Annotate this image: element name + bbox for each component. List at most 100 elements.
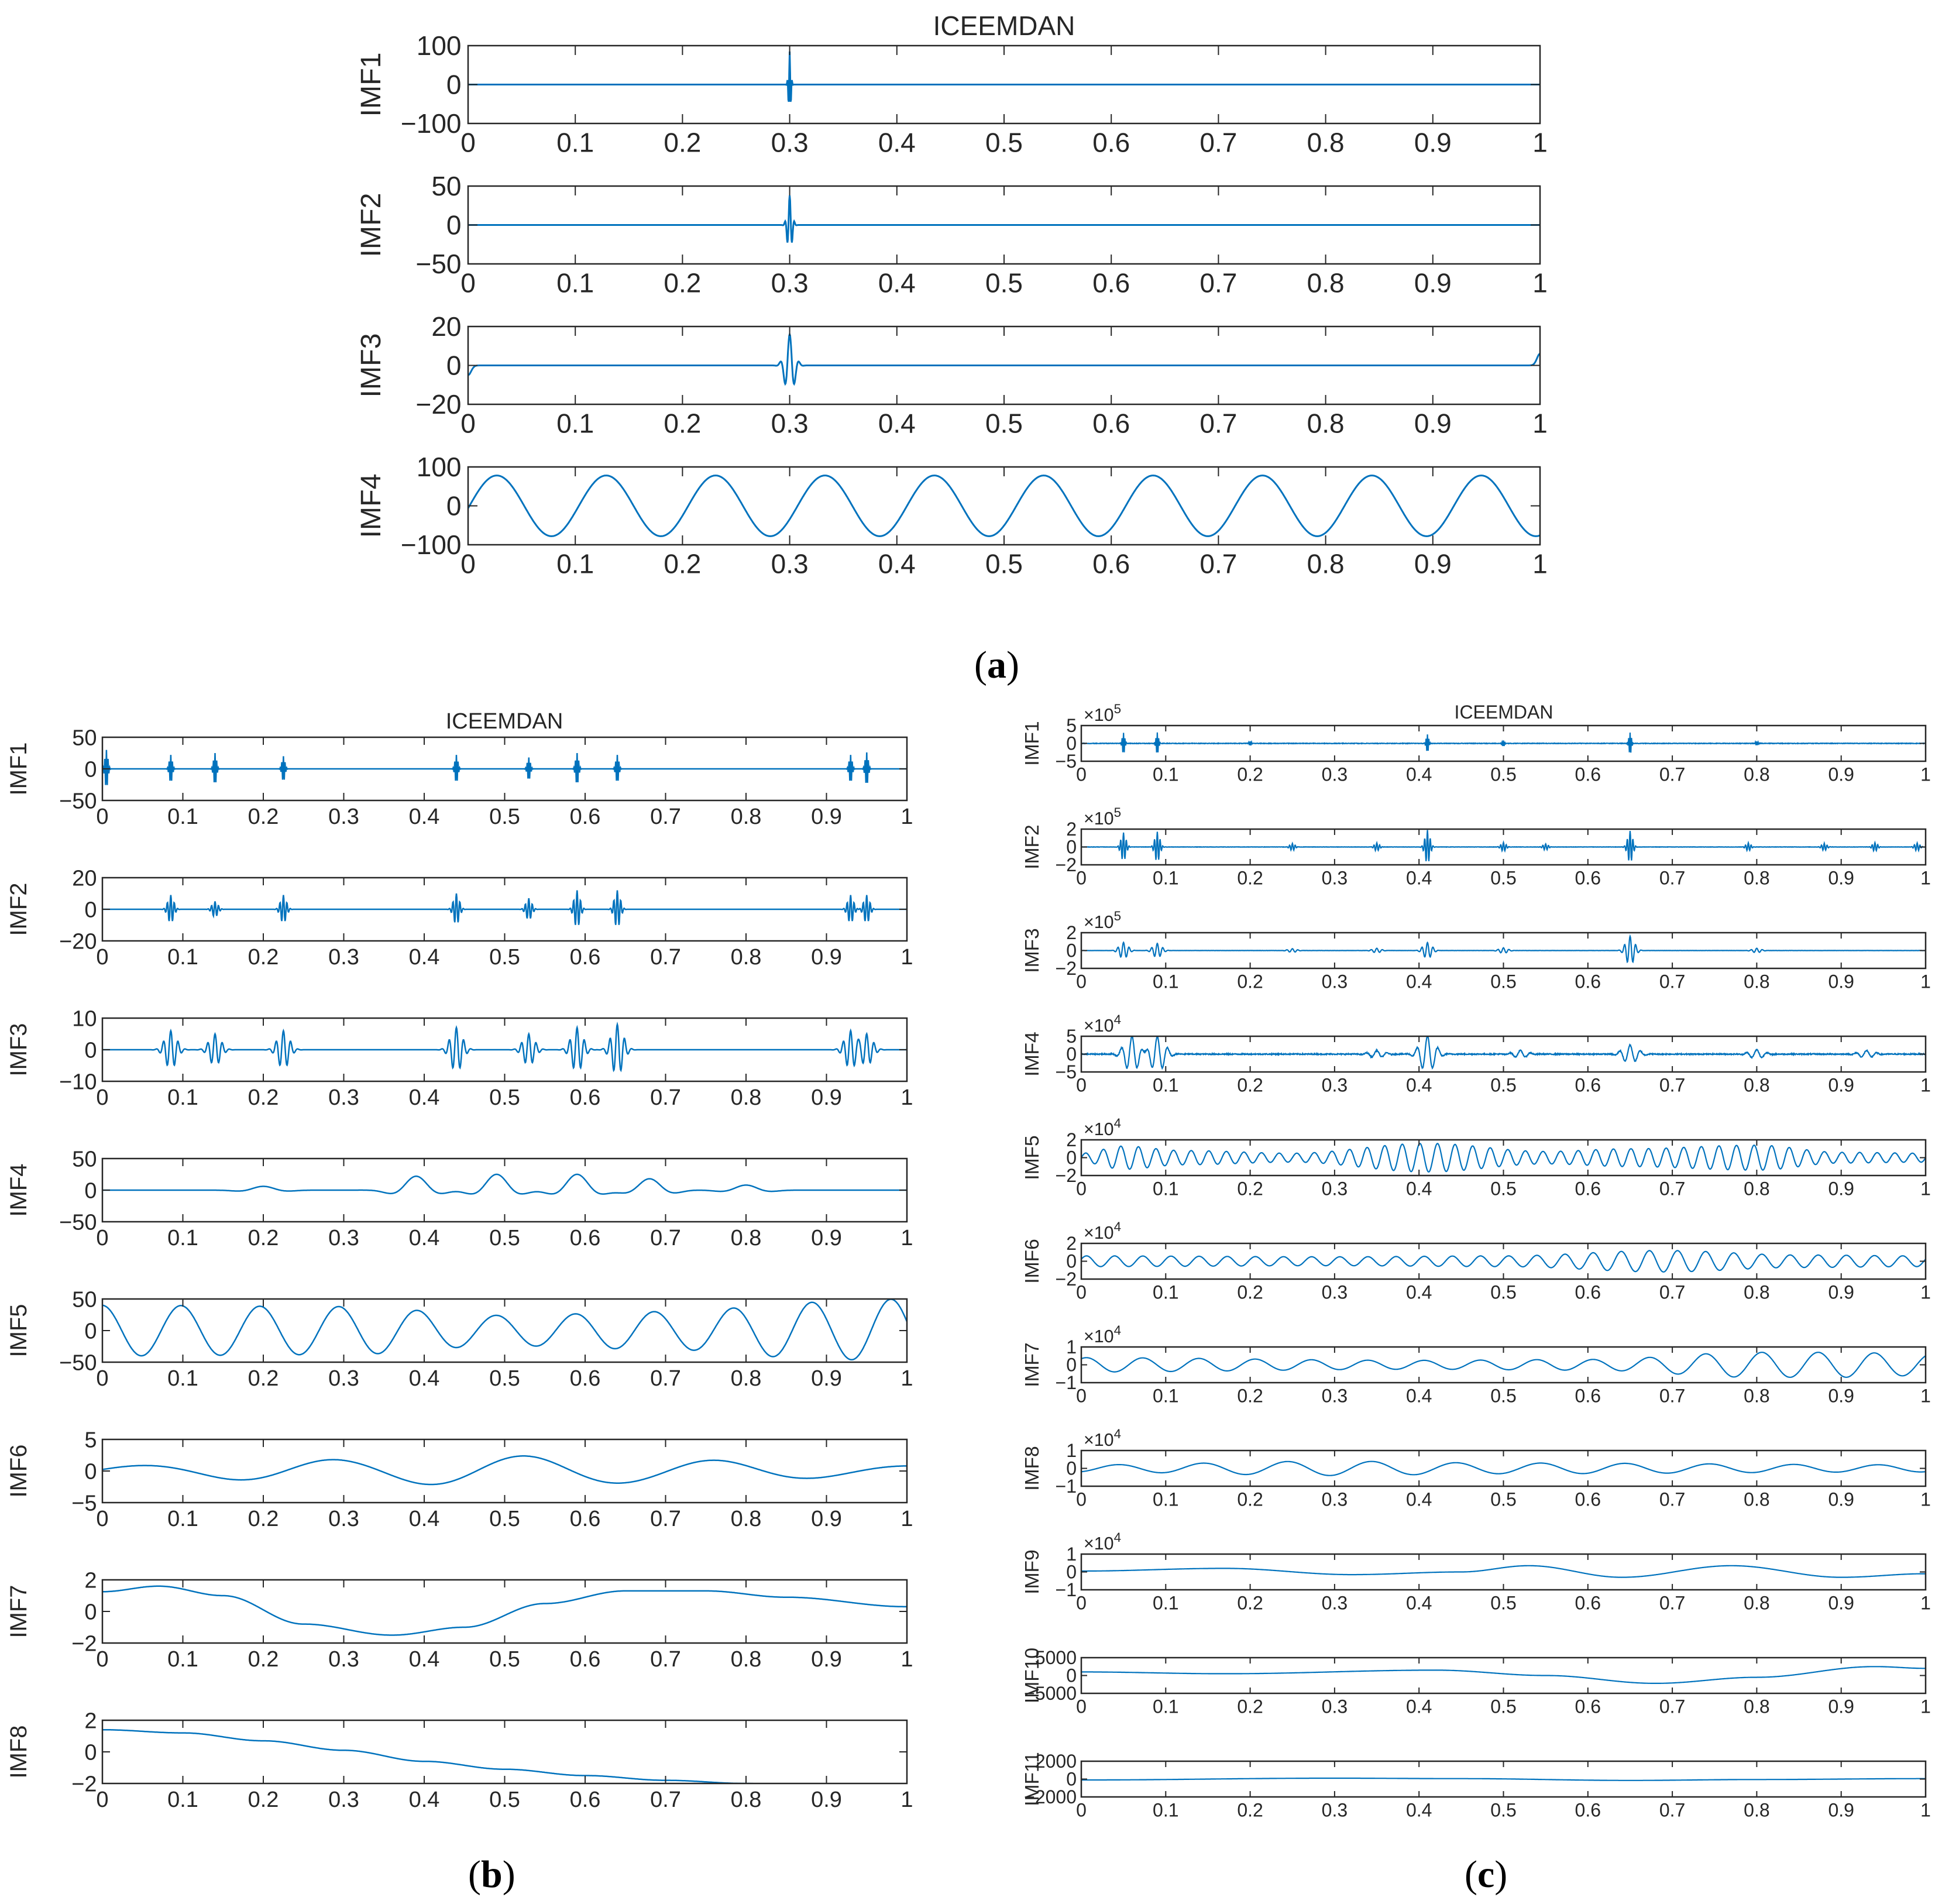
x-tick-label: 0.6 [1575, 1800, 1601, 1821]
x-tick-label: 0.6 [570, 1226, 601, 1250]
x-tick-label: 1 [900, 1647, 913, 1672]
y-tick-label: 1 [1066, 1544, 1077, 1565]
series-line-imf10 [1081, 1666, 1926, 1684]
x-tick-label: 0.5 [1490, 1800, 1516, 1821]
exponent-marker: ×105 [1084, 702, 1121, 725]
exponent-base: ×10 [1084, 1534, 1114, 1554]
x-tick-label: 0.1 [1153, 1489, 1178, 1510]
x-tick-label: 0.4 [1406, 1386, 1432, 1407]
x-tick-label: 0.8 [731, 805, 762, 829]
x-tick-label: 0.1 [556, 408, 594, 438]
x-tick-label: 0.1 [556, 267, 594, 298]
series-line-imf6 [102, 1455, 907, 1486]
series-line-imf1 [468, 51, 1540, 102]
y-tick-label: −2 [1056, 958, 1077, 979]
caption-letter: a [987, 644, 1006, 686]
y-tick-label: 0 [1066, 733, 1077, 754]
x-tick-label: 0.7 [650, 945, 681, 970]
x-tick-label: 0.7 [1659, 868, 1685, 889]
y-tick-label: −10 [59, 1070, 97, 1094]
y-tick-label: 0 [84, 898, 97, 922]
series-line-imf7 [1081, 1352, 1926, 1378]
x-tick-label: 0.4 [409, 1507, 440, 1531]
x-tick-label: 1 [900, 945, 913, 970]
x-tick-label: 0.4 [1406, 1075, 1432, 1096]
x-tick-label: 0.9 [811, 1507, 842, 1531]
x-tick-label: 0.3 [1322, 1075, 1348, 1096]
y-axis-label: IMF7 [6, 1585, 32, 1638]
exponent-marker: ×104 [1084, 1012, 1121, 1036]
exponent-base: ×10 [1084, 1326, 1114, 1346]
x-tick-label: 0.1 [1153, 1696, 1178, 1717]
x-tick-label: 0.4 [1406, 1593, 1432, 1614]
x-tick-label: 0.5 [1490, 1696, 1516, 1717]
x-tick-label: 0.5 [1490, 1489, 1516, 1510]
x-tick-label: 0.3 [1322, 971, 1348, 992]
x-tick-label: 0.5 [1490, 868, 1516, 889]
y-axis-label: IMF1 [1022, 721, 1043, 766]
y-tick-label: 2000 [1035, 1751, 1077, 1772]
x-tick-label: 0 [1076, 1386, 1087, 1407]
x-tick-label: 0.4 [878, 267, 916, 298]
exponent-power: 4 [1114, 1116, 1121, 1130]
x-tick-label: 0.5 [489, 1647, 520, 1672]
y-tick-label: 100 [417, 30, 462, 61]
y-axis-label: IMF9 [1022, 1549, 1043, 1594]
series-line-imf9 [1081, 1565, 1926, 1578]
y-axis-label: IMF2 [6, 883, 32, 936]
x-tick-label: 0.6 [1575, 1696, 1601, 1717]
x-tick-label: 0.5 [489, 1085, 520, 1110]
y-tick-label: 5 [84, 1428, 97, 1452]
series-line-imf4 [1081, 1036, 1926, 1070]
x-tick-label: 0.4 [409, 1366, 440, 1391]
exponent-power: 4 [1114, 1012, 1121, 1027]
y-tick-label: 0 [446, 210, 462, 240]
series-line-imf6 [1081, 1250, 1926, 1273]
x-tick-label: 1 [1920, 1593, 1931, 1614]
y-axis-label: IMF2 [355, 193, 387, 257]
y-tick-label: 50 [72, 726, 97, 750]
x-tick-label: 0.5 [985, 548, 1023, 579]
x-tick-label: 0.9 [1828, 1075, 1854, 1096]
y-tick-label: 0 [1066, 1665, 1077, 1686]
exponent-power: 4 [1114, 1323, 1121, 1338]
y-axis-label: IMF1 [355, 52, 387, 116]
x-tick-label: 0.8 [1307, 267, 1345, 298]
x-tick-label: 0.3 [328, 805, 359, 829]
x-tick-label: 0.6 [570, 805, 601, 829]
x-tick-label: 0.5 [1490, 1178, 1516, 1200]
x-tick-label: 0 [96, 805, 108, 829]
y-tick-label: −1 [1056, 1579, 1077, 1600]
series-line-imf8 [102, 1728, 767, 1783]
x-tick-label: 0.2 [664, 408, 701, 438]
x-tick-label: 0.2 [1237, 1489, 1263, 1510]
x-tick-label: 0 [460, 548, 476, 579]
x-tick-label: 0.3 [1322, 1282, 1348, 1303]
y-tick-label: 1 [1066, 1336, 1077, 1357]
x-tick-label: 0.2 [248, 1788, 279, 1812]
x-tick-label: 0.6 [570, 1366, 601, 1391]
x-tick-label: 0.5 [985, 267, 1023, 298]
x-tick-label: 0.1 [167, 1226, 198, 1250]
caption-close-paren: ) [1494, 1853, 1507, 1896]
exponent-marker: ×105 [1084, 805, 1121, 829]
x-tick-label: 0.2 [664, 267, 701, 298]
x-tick-label: 0.4 [409, 805, 440, 829]
y-tick-label: −5 [1056, 751, 1077, 772]
y-tick-label: 0 [1066, 1251, 1077, 1272]
x-tick-label: 0.7 [1659, 1282, 1685, 1303]
y-tick-label: 50 [72, 1287, 97, 1312]
x-tick-label: 0.8 [1744, 868, 1769, 889]
y-tick-label: −5 [71, 1491, 97, 1515]
panel-caption: (b) [468, 1853, 515, 1896]
x-tick-label: 0.2 [248, 805, 279, 829]
x-tick-label: 0.8 [1744, 764, 1769, 785]
x-tick-label: 0.7 [1659, 1593, 1685, 1614]
x-tick-label: 0.2 [1237, 1075, 1263, 1096]
y-axis-label: IMF5 [6, 1304, 32, 1357]
